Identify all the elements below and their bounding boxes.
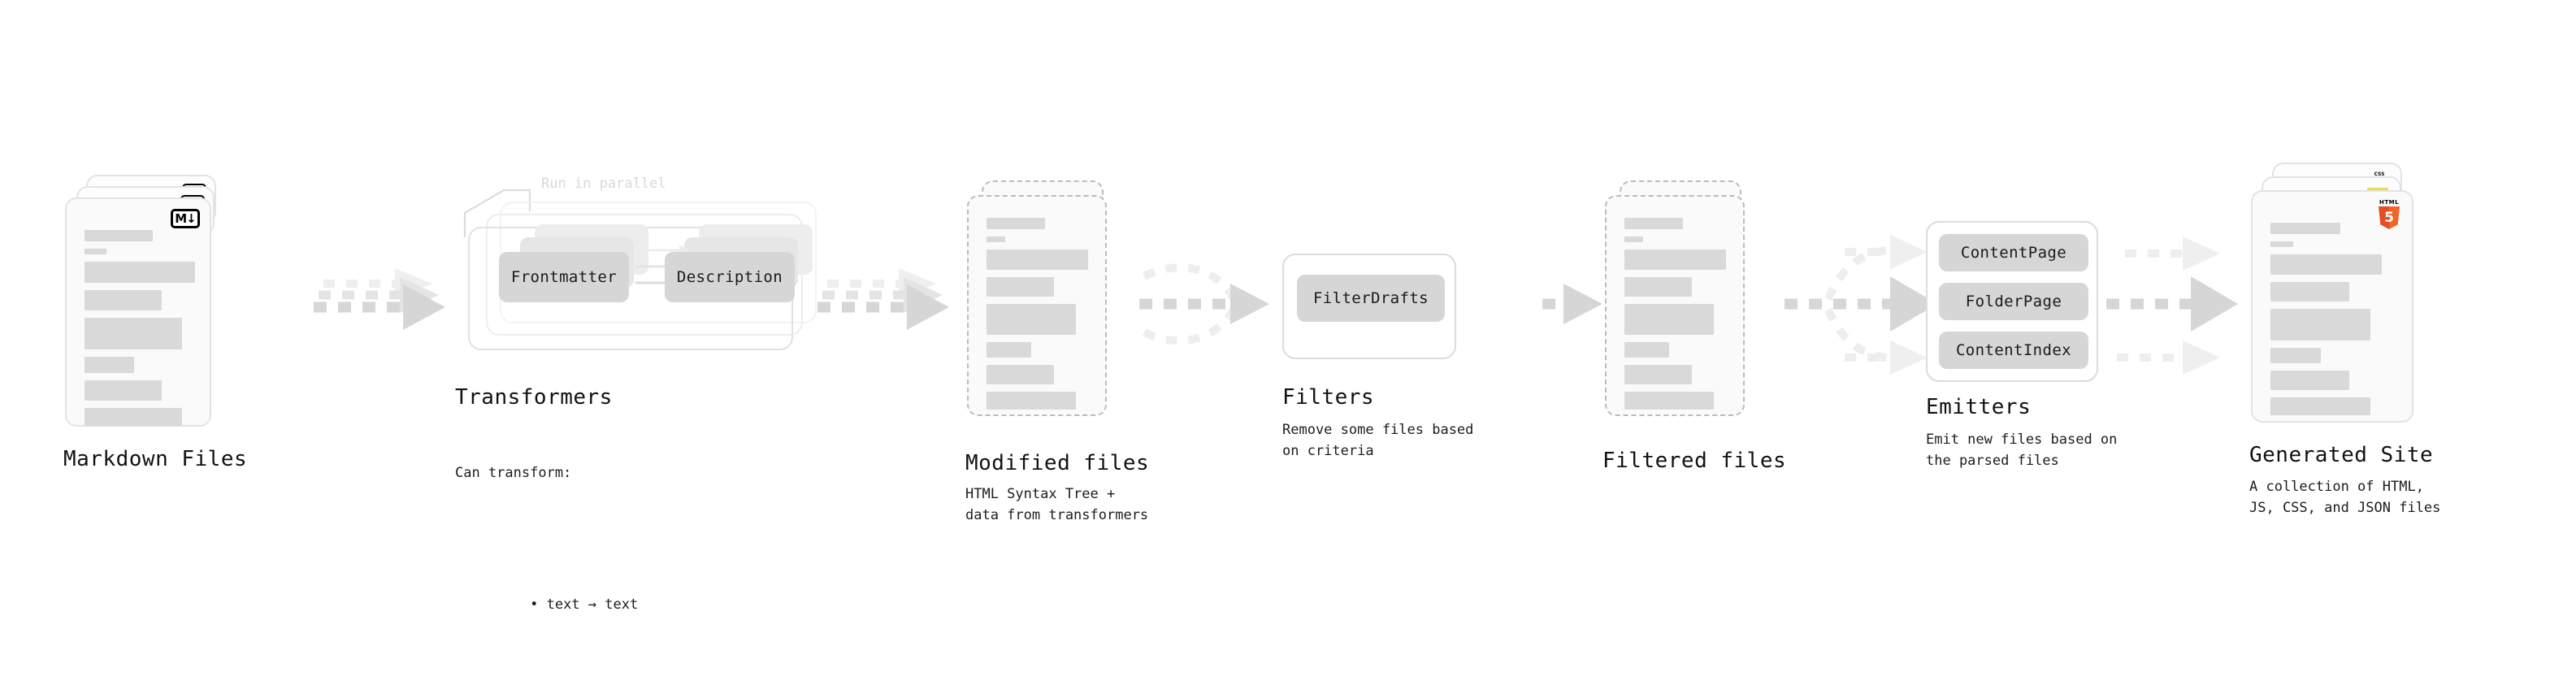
skeleton-line [2270, 223, 2340, 234]
skeleton-line [2270, 241, 2294, 247]
filtered-card-front [1605, 195, 1745, 416]
skeleton-line [1624, 249, 1727, 270]
skeleton-line [85, 290, 163, 310]
run-in-parallel-label: Run in parallel [541, 176, 666, 192]
arrow-modified-to-filters [1139, 263, 1269, 345]
stage-description-filters: Remove some files based on criteria [1282, 422, 1474, 460]
skeleton-line [987, 218, 1045, 229]
arrow-filters-to-filtered [1542, 284, 1602, 324]
html5-icon-digit: 5 [2384, 209, 2394, 226]
skeleton-line [1624, 365, 1693, 384]
html5-icon-shield: 5 [2379, 206, 2400, 229]
markdown-card-skeleton [85, 230, 195, 433]
filter-node-filterdrafts[interactable]: FilterDrafts [1297, 275, 1445, 322]
css3-icon-label: CSS [2374, 171, 2385, 177]
skeleton-line [1624, 342, 1670, 358]
skeleton-line [85, 357, 135, 373]
skeleton-line [85, 408, 182, 426]
transformers-bullet-list: • text → text • markdown → markdown • ht… [455, 530, 705, 681]
stage-description-generated-site: A collection of HTML, JS, CSS, and JSON … [2249, 479, 2441, 517]
markdown-icon: M↓ [171, 209, 200, 228]
emitter-node-folderpage[interactable]: FolderPage [1939, 283, 2088, 320]
run-in-parallel-bracket [463, 189, 531, 237]
transformer-group-back-1 [486, 214, 803, 336]
transformers-bullet-item: • text → text [530, 596, 639, 613]
skeleton-line [2270, 282, 2349, 301]
skeleton-line [987, 342, 1032, 358]
stage-description-modified-files: HTML Syntax Tree + data from transformer… [965, 486, 1149, 524]
skeleton-line [2270, 371, 2349, 390]
emitter-node-contentpage[interactable]: ContentPage [1939, 234, 2088, 271]
skeleton-line [987, 236, 1006, 242]
stage-emitters: ContentPage FolderPage ContentIndex [1926, 221, 2098, 382]
stage-generated-site: CSS HTML 5 [2251, 163, 2454, 423]
skeleton-line [1624, 218, 1683, 229]
skeleton-line [1624, 304, 1715, 335]
emitter-node-contentindex[interactable]: ContentIndex [1939, 332, 2088, 369]
skeleton-line [987, 392, 1077, 410]
skeleton-line [987, 365, 1055, 384]
modified-card-skeleton [987, 218, 1091, 417]
arrow-transformers-to-modified [817, 268, 949, 330]
skeleton-line [1624, 392, 1715, 410]
arrow-emitters-to-site [2106, 236, 2238, 375]
site-card-skeleton [2270, 223, 2397, 423]
stage-description-emitters: Emit new files based on the parsed files [1926, 432, 2118, 470]
skeleton-line [987, 304, 1077, 335]
stage-title-transformers: Transformers [455, 385, 613, 410]
html5-icon-label: HTML [2379, 199, 2400, 206]
skeleton-line [85, 230, 154, 241]
skeleton-line [85, 249, 107, 254]
skeleton-line [987, 277, 1055, 297]
skeleton-line [85, 380, 163, 401]
stage-title-filtered-files: Filtered files [1602, 449, 1787, 473]
stage-title-filters: Filters [1282, 385, 1375, 410]
transformer-node-description[interactable]: Description [665, 252, 795, 302]
skeleton-line [85, 318, 182, 349]
stage-transformers: Run in parallel Frontmatter Description [455, 176, 837, 358]
stage-description-transformers: Can transform: • text → text • markdown … [455, 419, 705, 681]
stage-title-emitters: Emitters [1926, 395, 2032, 419]
arrow-markdown-to-transformers [314, 268, 445, 330]
skeleton-line [987, 249, 1089, 270]
stage-title-generated-site: Generated Site [2249, 443, 2434, 467]
skeleton-line [2270, 254, 2383, 275]
stage-title-markdown-files: Markdown Files [63, 447, 248, 471]
skeleton-line [2270, 397, 2371, 415]
skeleton-line [1624, 236, 1644, 242]
stage-filtered-files [1605, 180, 1792, 424]
stage-modified-files [967, 180, 1154, 424]
stage-markdown-files: M↓ M↓ M↓ [65, 175, 268, 427]
skeleton-line [2270, 348, 2322, 363]
filtered-card-skeleton [1624, 218, 1728, 417]
html5-icon: HTML 5 [2378, 200, 2400, 229]
stage-filters: FilterDrafts [1282, 254, 1456, 359]
stage-title-modified-files: Modified files [965, 451, 1150, 475]
modified-card-front [967, 195, 1107, 416]
arrow-filtered-to-emitters [1785, 235, 1937, 375]
skeleton-line [1624, 277, 1693, 297]
site-card-front: HTML 5 [2251, 190, 2413, 423]
transformer-node-frontmatter[interactable]: Frontmatter [499, 252, 629, 302]
transformers-desc-lead: Can transform: [455, 464, 572, 481]
markdown-card-front: M↓ [65, 197, 211, 427]
skeleton-line [2270, 309, 2371, 340]
skeleton-line [85, 262, 195, 283]
